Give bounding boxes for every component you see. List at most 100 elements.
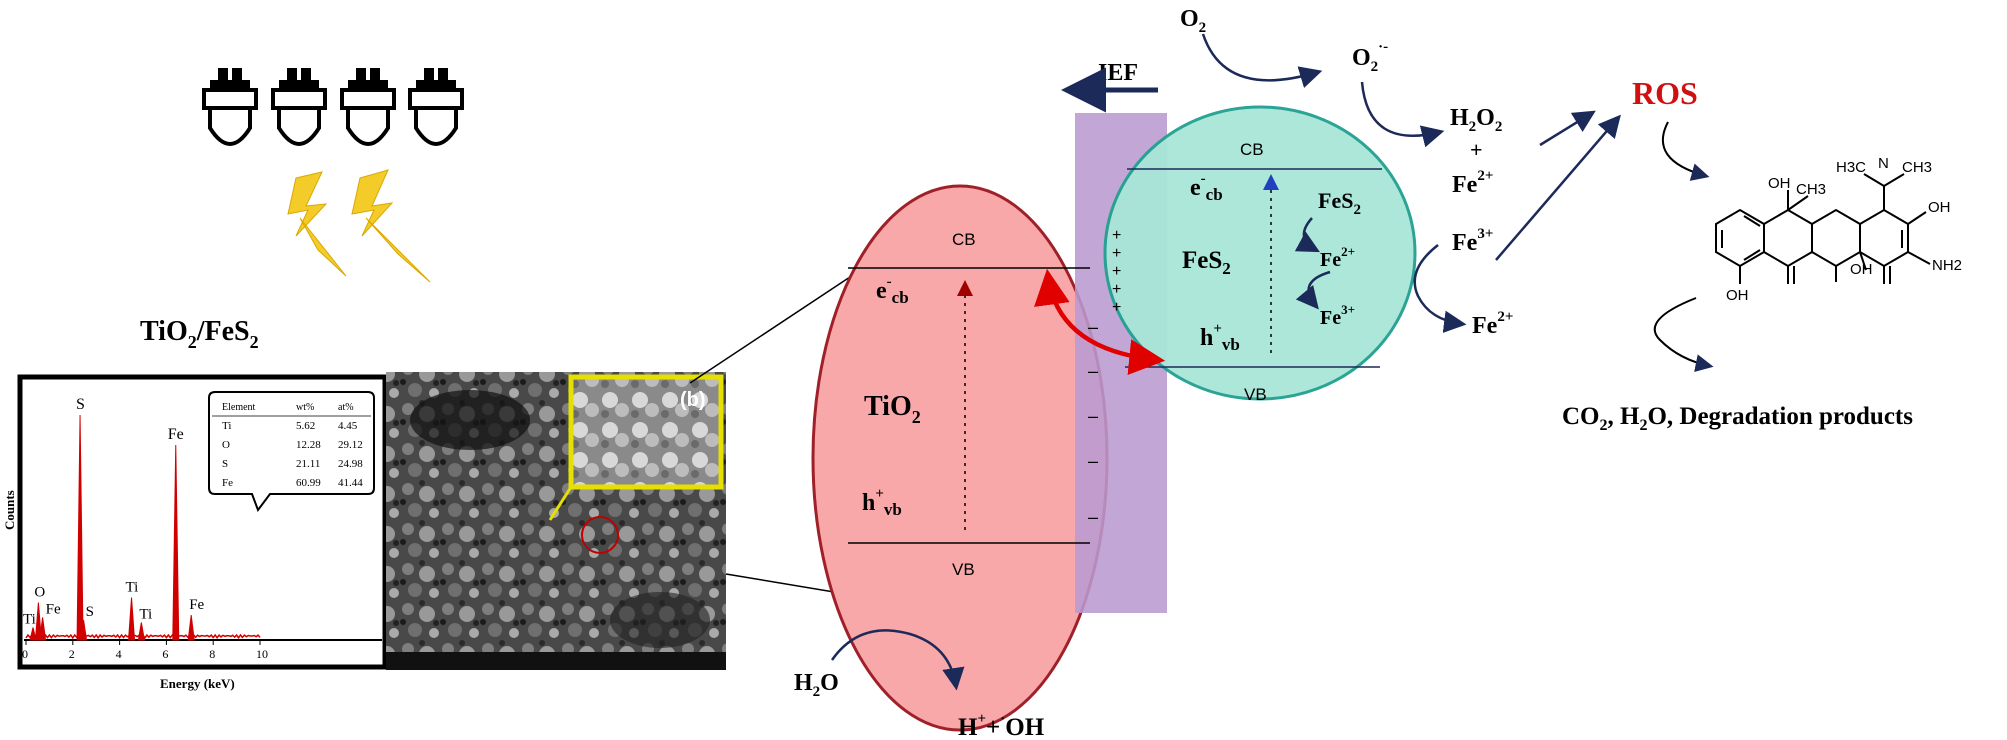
water-oxidation-arrow (830, 629, 965, 691)
edx-tick-label: 10 (256, 647, 268, 661)
edx-peak (79, 619, 88, 641)
h2o2-label: H2O2 (1450, 105, 1502, 135)
edx-tick-label: 8 (209, 647, 215, 661)
lightning-icon (287, 171, 347, 277)
edx-peak-label: S (76, 396, 85, 413)
svg-text:–: – (1088, 406, 1098, 426)
fes2-particle (1103, 105, 1417, 401)
charge-transfer-arrow (1034, 268, 1166, 376)
edx-tick-label: 6 (162, 647, 168, 661)
edx-peak (137, 622, 145, 641)
sem-inset: (b) (568, 374, 724, 490)
edx-table-header: wt% (296, 402, 314, 413)
superoxide-arrow (1360, 81, 1445, 148)
cycle-fe3-label: Fe3+ (1320, 302, 1355, 329)
sem-focus-circle (581, 516, 619, 554)
edx-peak (187, 614, 195, 641)
cycle-fes2-label: FeS2 (1318, 188, 1361, 218)
svg-text:+: + (1112, 299, 1121, 316)
mol-oh-top: OH (1768, 175, 1791, 192)
h2o-label: H2O (794, 670, 839, 700)
lightning-icons (287, 169, 431, 283)
edx-peak (76, 414, 84, 641)
edx-tick-label: 2 (69, 647, 75, 661)
fes2-hole-label: h+vb (1200, 321, 1240, 354)
tio2-vb-label: VB (952, 560, 975, 579)
edx-table-header: Element (222, 402, 256, 413)
edx-peak-label: Fe (168, 426, 184, 443)
edx-table-cell: 21.11 (296, 458, 320, 470)
fes2-name-label: FeS2 (1182, 247, 1231, 278)
fenton-arrow (1539, 110, 1596, 147)
molecule-labels: OH CH3 H3C N CH3 OH NH2 OH OH (1726, 155, 1962, 304)
tio2-excitation-arrow (957, 280, 973, 296)
edx-peak (29, 627, 37, 641)
edx-table-cell: Ti (222, 420, 231, 432)
mol-oh-right: OH (1928, 199, 1951, 216)
edx-table-cell: O (222, 439, 230, 451)
edx-peak (127, 597, 136, 641)
edx-xlabel: Energy (keV) (160, 676, 235, 691)
edx-tick-label: 0 (22, 647, 28, 661)
mol-h3c: H3C (1836, 159, 1866, 176)
mol-oh-mid: OH (1850, 261, 1873, 278)
ief-positive-charges: +++ ++ (1112, 227, 1121, 316)
svg-text:+: + (1112, 227, 1121, 244)
edx-table-cell: 60.99 (296, 477, 321, 489)
lamp-icon (340, 68, 396, 146)
edx-peak-label: Ti (126, 580, 139, 596)
edx-table-cell: S (222, 458, 228, 470)
svg-text:+: + (1112, 281, 1121, 298)
edx-table-cell: Fe (222, 477, 233, 489)
products-label: CO2, H2O, Degradation products (1562, 403, 1913, 434)
fes2-vb-label: VB (1244, 385, 1267, 404)
ros-attack-arrow (1662, 121, 1710, 181)
edx-peak (39, 617, 47, 641)
superoxide-label: O2·- (1352, 39, 1388, 75)
edx-peak-label: Ti (139, 607, 152, 623)
mol-ch3-n: CH3 (1902, 159, 1932, 176)
edx-peak (34, 602, 42, 641)
edx-peak-label: S (86, 604, 94, 620)
svg-text:–: – (1088, 361, 1098, 381)
ief-label: IEF (1098, 60, 1138, 86)
svg-text:–: – (1088, 507, 1098, 527)
edx-ylabel: Counts (2, 490, 17, 530)
fes2-cb-label: CB (1240, 140, 1264, 159)
mol-oh-left: OH (1726, 287, 1749, 304)
edx-peak-label: Ti (23, 612, 36, 628)
edx-table-cell: 41.44 (338, 477, 363, 489)
edx-table-cell: 24.98 (338, 458, 363, 470)
svg-text:–: – (1088, 317, 1098, 337)
lamp-icon (408, 68, 464, 146)
tio2-electron-label: e-cb (876, 274, 909, 307)
ros-label: ROS (1632, 75, 1698, 111)
lamp-icons (202, 68, 464, 146)
fes2-electron-label: e-cb (1190, 171, 1223, 204)
cycle-arrow (1295, 270, 1331, 310)
edx-peak-label: Fe (189, 597, 204, 613)
fe3-reduction-arrow (1413, 244, 1467, 333)
fe3-label: Fe3+ (1452, 226, 1493, 256)
edx-table-cell: 4.45 (338, 420, 358, 432)
fes2-excitation-arrow (1263, 174, 1279, 190)
cycle-fe2-label: Fe2+ (1320, 244, 1355, 271)
cycle-arrow (1294, 217, 1320, 253)
edx-peak-label: Fe (46, 602, 61, 618)
svg-text:+: + (1112, 263, 1121, 280)
edx-peak (172, 444, 180, 641)
sem-image: (b) (386, 372, 726, 670)
lamp-icon (271, 68, 327, 146)
mol-n: N (1878, 155, 1889, 172)
o2-label: O2 (1180, 6, 1206, 36)
svg-text:–: – (1088, 451, 1098, 471)
mol-ch3-top: CH3 (1796, 181, 1826, 198)
edx-table-cell: 29.12 (338, 439, 363, 451)
tio2-cb-label: CB (952, 230, 976, 249)
o2-reduction-arrow (1201, 33, 1323, 88)
